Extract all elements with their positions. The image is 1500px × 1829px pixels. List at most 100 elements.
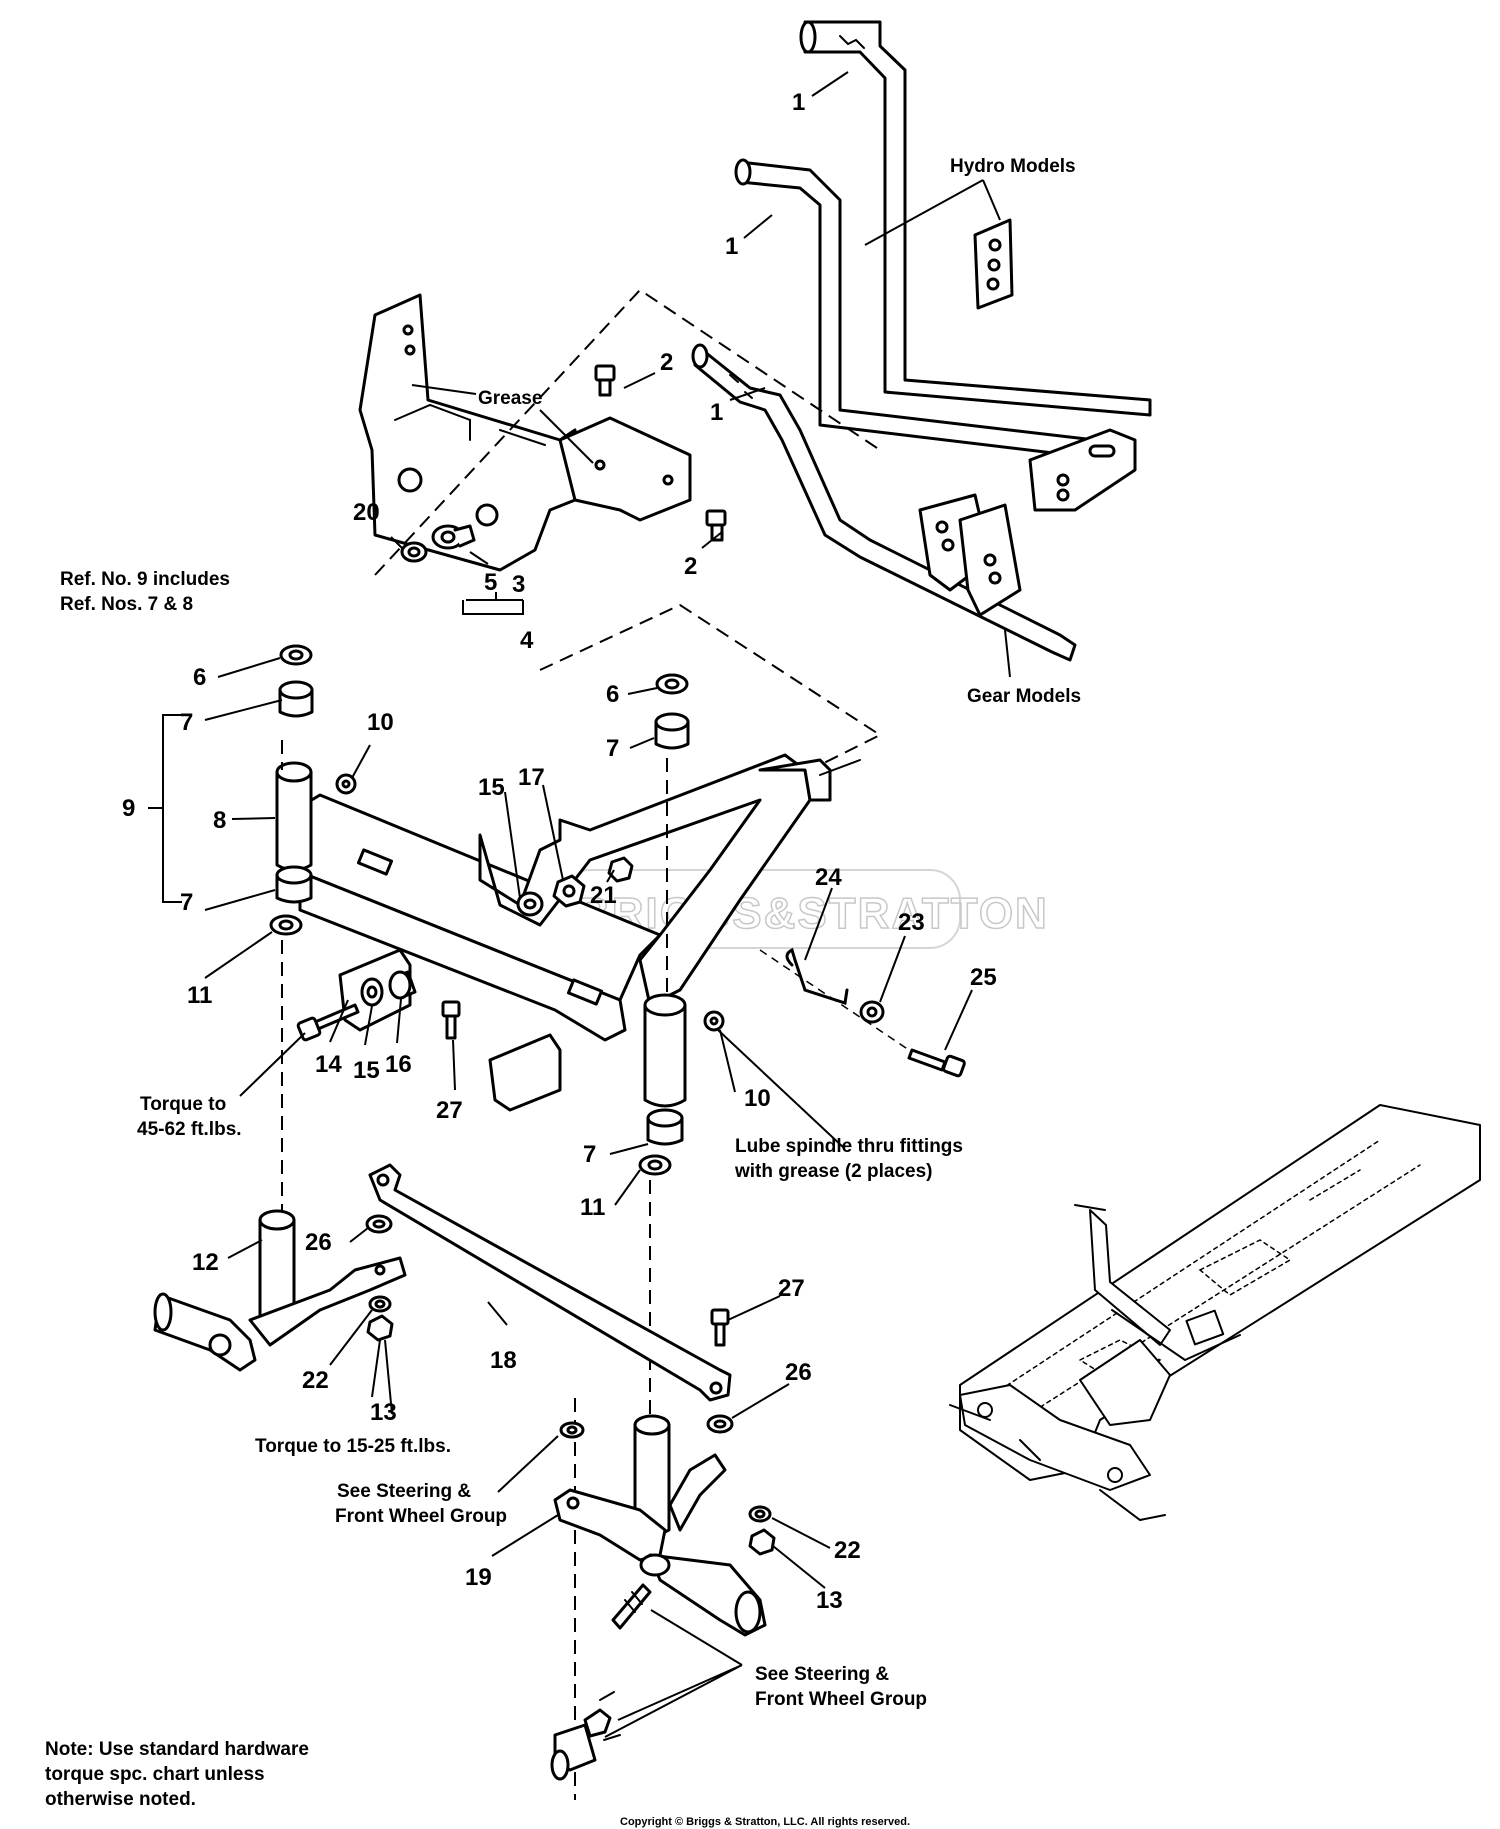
label-2-upper: 2: [660, 349, 673, 376]
spindle-tube-part-8: [275, 761, 313, 872]
callout-torque-15-25: Torque to 15-25 ft.lbs.: [255, 1436, 451, 1457]
label-13-left: 13: [370, 1399, 397, 1426]
spindle-part-19: [553, 1414, 767, 1637]
label-19: 19: [465, 1564, 492, 1591]
label-22-right: 22: [834, 1537, 861, 1564]
callout-steering-group-2-line1: See Steering &: [755, 1664, 889, 1685]
callout-steering-group-2-line2: Front Wheel Group: [755, 1689, 927, 1710]
bolt-part-27-lower: [710, 1308, 730, 1347]
label-18: 18: [490, 1347, 517, 1374]
tractor-frame-locator-illustration: [949, 1104, 1481, 1522]
label-25: 25: [970, 964, 997, 991]
label-12: 12: [192, 1249, 219, 1276]
label-15-rear: 15: [478, 774, 505, 801]
front-axle: [293, 753, 861, 1042]
label-16: 16: [385, 1051, 412, 1078]
label-26-lower: 26: [785, 1359, 812, 1386]
copyright-text: Copyright © Briggs & Stratton, LLC. All …: [620, 1816, 910, 1828]
label-11-left: 11: [187, 982, 212, 1009]
callout-grease: Grease: [478, 388, 542, 409]
label-27-lower: 27: [778, 1275, 805, 1302]
note-line3: otherwise noted.: [45, 1789, 196, 1810]
dashed-assembly-outline-lower: [539, 603, 883, 766]
callout-lube-line1: Lube spindle thru fittings: [735, 1136, 963, 1157]
bushing-part-7-upper-left: [278, 680, 314, 718]
label-1-hydro-upper: 1: [792, 89, 805, 116]
callout-lube-line2: with grease (2 places): [734, 1161, 932, 1182]
bushing-part-7-lower-left: [275, 865, 313, 904]
label-4: 4: [520, 627, 534, 654]
grease-fitting-part-10-upper: [335, 773, 357, 795]
label-3: 3: [512, 571, 525, 598]
label-6-left: 6: [193, 664, 206, 691]
callout-gear-models: Gear Models: [967, 686, 1081, 707]
label-24: 24: [815, 864, 842, 891]
callout-torque-45-62-line1: Torque to: [140, 1094, 226, 1115]
bolt-part-27-upper: [441, 1000, 461, 1040]
label-14: 14: [315, 1051, 342, 1078]
watermark: BRIGGS&STRATTON: [559, 869, 1049, 949]
tie-rod-part-18: [368, 1163, 732, 1402]
callout-torque-45-62-line2: 45-62 ft.lbs.: [137, 1119, 242, 1140]
washer-part-11-left: [269, 914, 303, 936]
tie-rod-end-steer: [550, 1583, 652, 1781]
spindle-part-12: [153, 1209, 407, 1372]
label-7-upper-right: 7: [606, 735, 619, 762]
label-11-right: 11: [580, 1194, 605, 1221]
axle-sleeve-right: [488, 1033, 562, 1112]
washer-part-20: [400, 541, 428, 563]
bracket-gear: [918, 493, 1022, 617]
lever-rod-hydro-upper: [799, 20, 1152, 417]
washer-part-26-lower: [706, 1414, 734, 1434]
label-10-lower: 10: [744, 1085, 771, 1112]
bushing-part-7-upper-right: [654, 712, 690, 750]
bracket-hydro-upper: [973, 218, 1014, 310]
spindle-tube-right: [643, 993, 687, 1108]
dashed-line-rod: [759, 949, 913, 1053]
callout-ref9-line2: Ref. Nos. 7 & 8: [60, 594, 193, 615]
label-23: 23: [898, 909, 925, 936]
nut-part-13-right: [748, 1528, 776, 1556]
label-5: 5: [484, 569, 497, 596]
washer-part-23: [859, 1000, 885, 1024]
note-line1: Note: Use standard hardware: [45, 1739, 309, 1760]
washer-part-26-upper: [365, 1214, 393, 1234]
bushing-part-7-lower-right: [646, 1108, 684, 1146]
callout-steering-group-1-line1: See Steering &: [337, 1481, 471, 1502]
washer-part-15-rear: [516, 891, 544, 917]
bolt-part-25: [907, 1048, 966, 1078]
label-7-upper-left: 7: [180, 709, 193, 736]
nut-part-17: [552, 874, 586, 908]
label-20: 20: [353, 499, 380, 526]
bolt-part-2-lower: [705, 509, 727, 542]
e-clip-part-6-right: [655, 673, 689, 695]
label-13-right: 13: [816, 1587, 843, 1614]
label-22-left: 22: [302, 1367, 329, 1394]
nut-part-13-left: [366, 1314, 394, 1342]
label-27-upper: 27: [436, 1097, 463, 1124]
note-line2: torque spc. chart unless: [45, 1764, 265, 1785]
washer-part-11-right: [638, 1154, 672, 1176]
hardware-note: Note: Use standard hardware torque spc. …: [45, 1739, 309, 1810]
label-15-front: 15: [353, 1057, 380, 1084]
spacer-part-16: [388, 970, 417, 1000]
watermark-text: BRIGGS&STRATTON: [578, 889, 1049, 938]
rod-part-24: [785, 947, 849, 1005]
bolt-part-2-upper: [594, 364, 616, 397]
label-7-lower-right: 7: [583, 1141, 596, 1168]
dashed-line-right-spindle: [649, 758, 668, 1420]
label-6-right: 6: [606, 681, 619, 708]
callout-labels: Hydro Models Gear Models Grease Ref. No.…: [60, 156, 1081, 1710]
label-8: 8: [213, 807, 226, 834]
label-21: 21: [590, 882, 617, 909]
bushing-part-5: [431, 524, 476, 550]
label-1-hydro-lower: 1: [725, 233, 738, 260]
pivot-bolt-part-14: [296, 1003, 360, 1042]
washer-part-22-right: [748, 1505, 772, 1523]
e-clip-part-6-left: [279, 644, 313, 666]
label-10-upper: 10: [367, 709, 394, 736]
label-2-lower: 2: [684, 553, 697, 580]
label-7-lower-left: 7: [180, 889, 193, 916]
washer-part-22-left: [368, 1295, 392, 1313]
callout-hydro-models: Hydro Models: [950, 156, 1076, 177]
